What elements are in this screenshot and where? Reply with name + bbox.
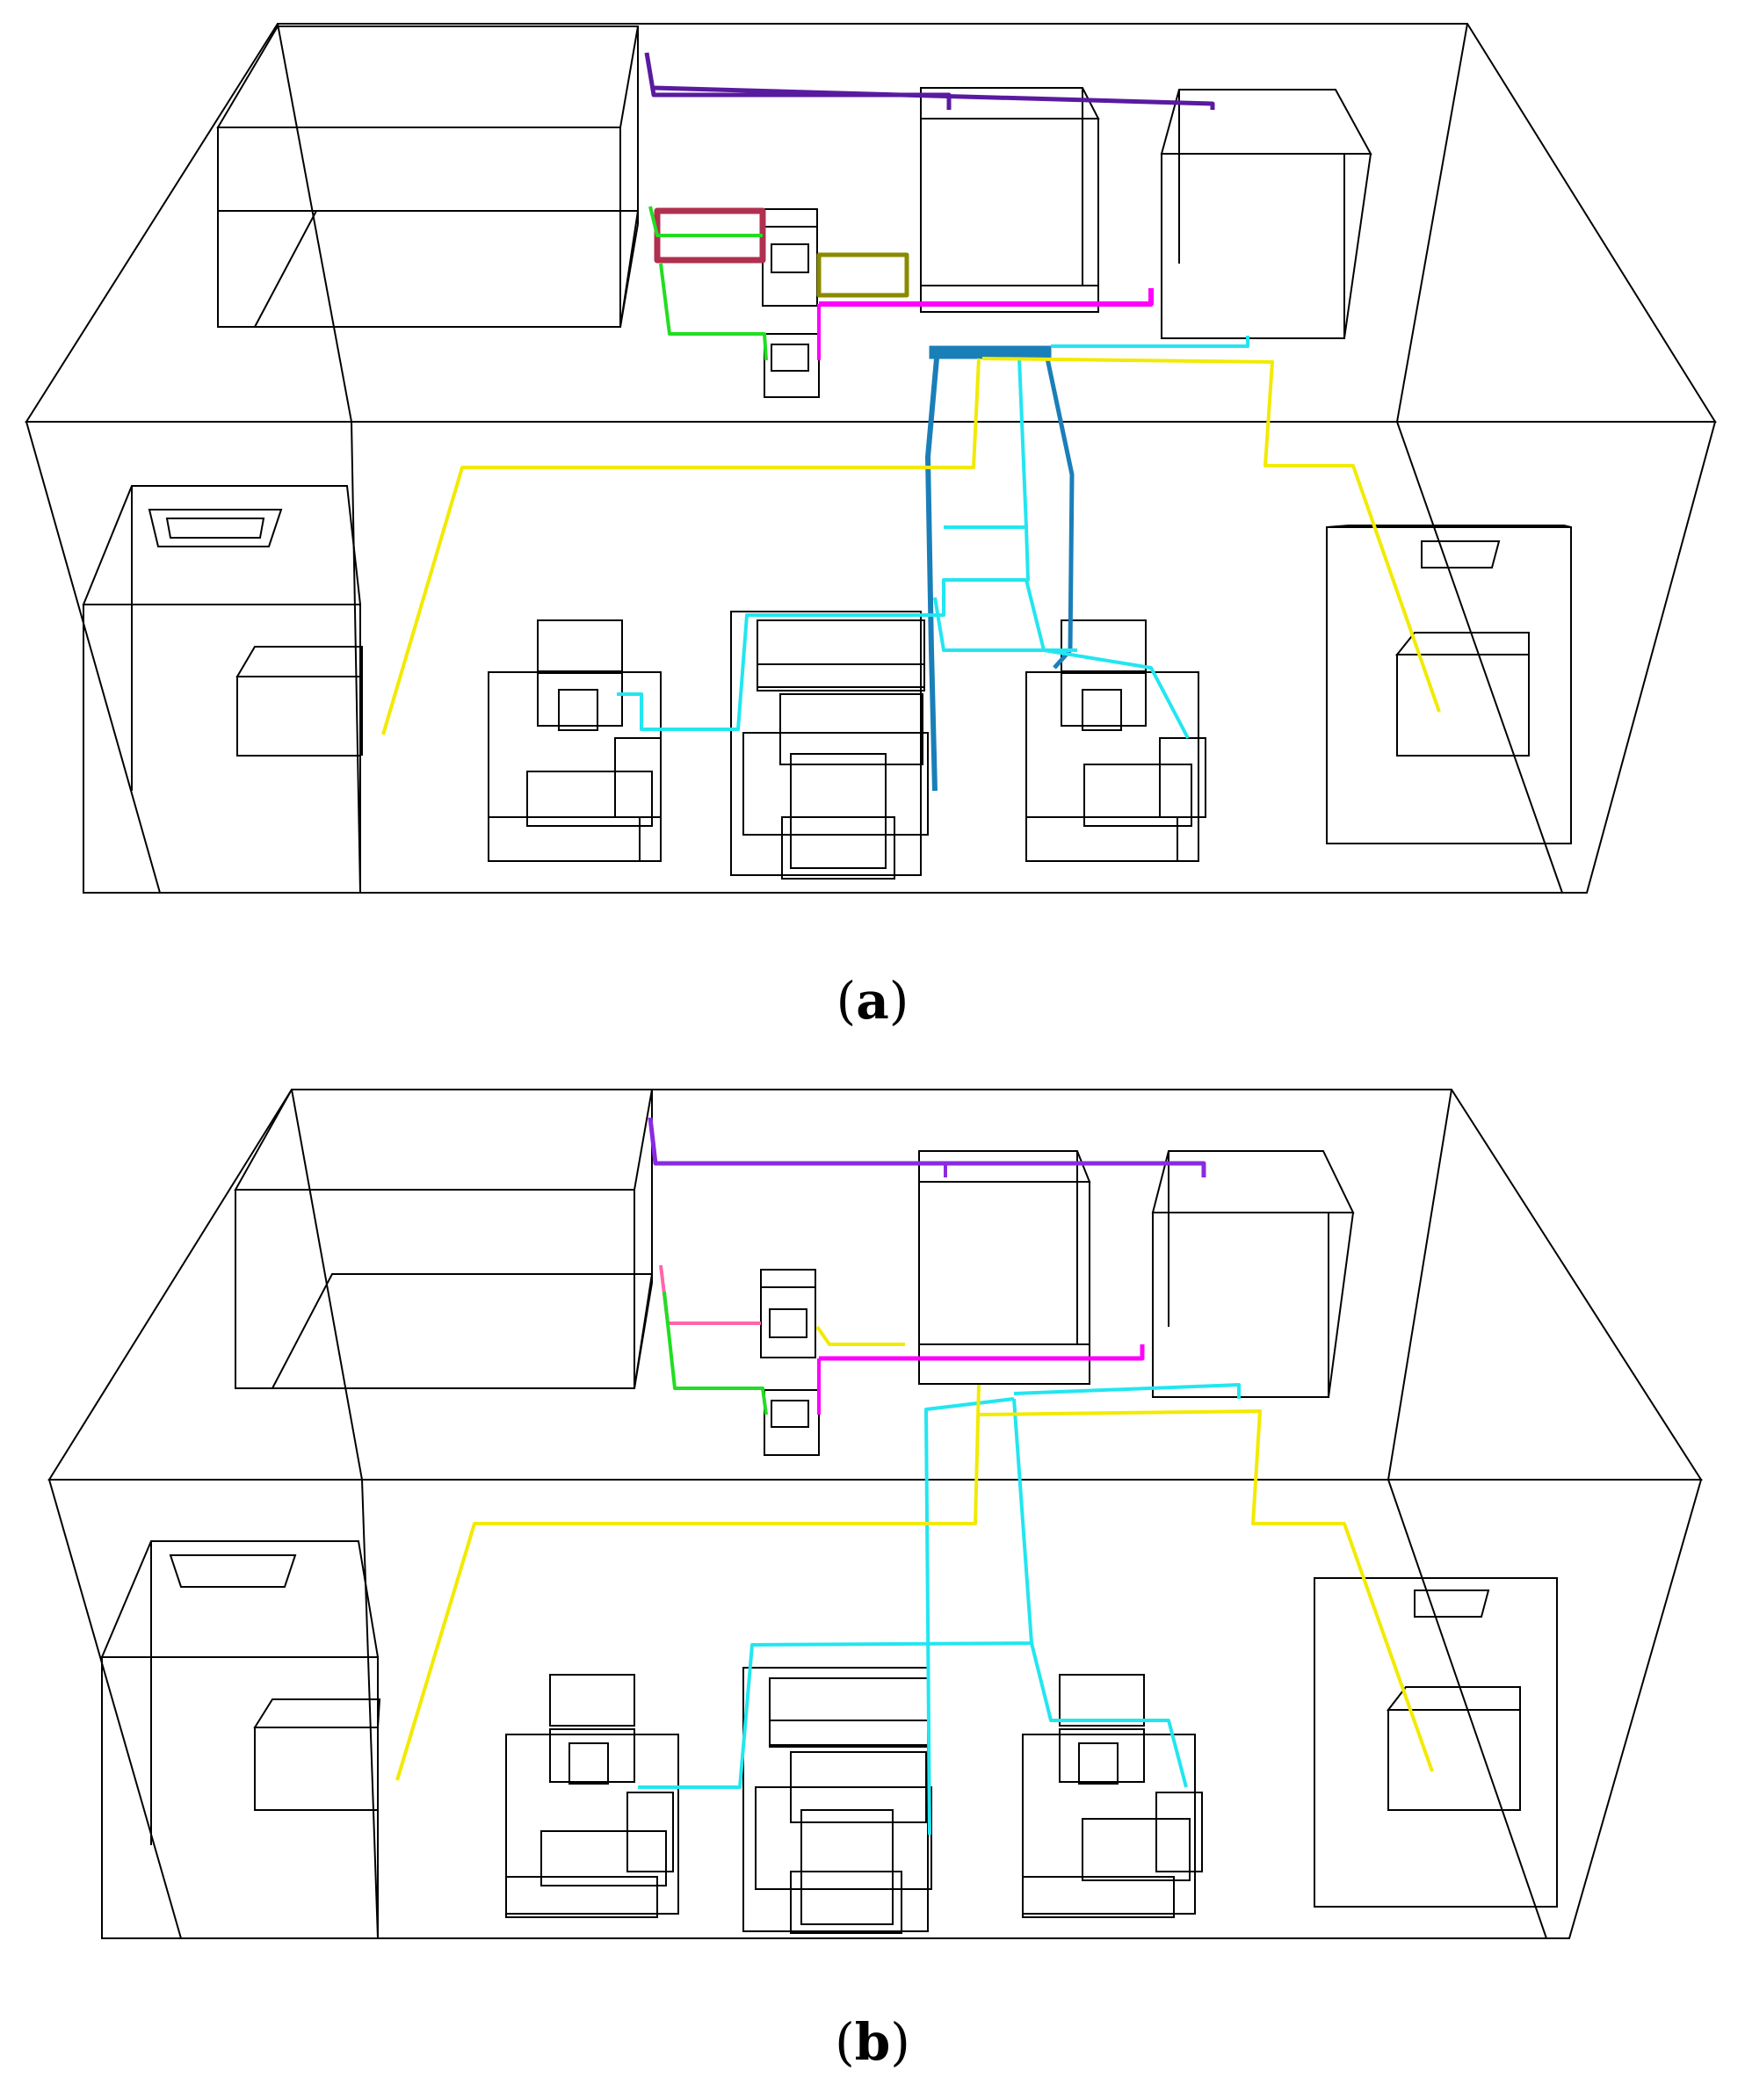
pipe-green-a bbox=[648, 206, 763, 237]
machine-center-a bbox=[730, 611, 929, 880]
machine-right-a bbox=[1025, 619, 1206, 862]
room-wireframe-a bbox=[25, 23, 1717, 894]
pipe-cyan4-b bbox=[1030, 1642, 1188, 1788]
machine-left-a bbox=[488, 619, 662, 862]
tank-box-1-b bbox=[918, 1150, 1091, 1385]
pipes-a bbox=[381, 52, 1441, 792]
cabinet-large-a bbox=[216, 25, 640, 328]
pipe-purple-a bbox=[644, 52, 952, 110]
outdoor-unit-left-b bbox=[100, 1540, 381, 1939]
pipe-cyan2-b bbox=[924, 1397, 1015, 1836]
pipe-olive-a bbox=[816, 252, 909, 298]
machine-right-b bbox=[1022, 1674, 1203, 1918]
machine-left-b bbox=[505, 1674, 679, 1918]
pipe-blue2-a bbox=[1045, 358, 1075, 670]
pipe-cyan5-a bbox=[933, 597, 1077, 652]
caption-b-close: ) bbox=[890, 2012, 910, 2072]
pump-unit-upper-b bbox=[760, 1269, 820, 1456]
outdoor-unit-left-a bbox=[82, 485, 364, 894]
pipe-yellow-b bbox=[395, 1384, 981, 1781]
pipe-magenta-a bbox=[819, 288, 1154, 307]
panel-a bbox=[25, 23, 1717, 894]
tank-box-2-a bbox=[1160, 89, 1372, 339]
pipe-green-b bbox=[663, 1291, 768, 1416]
pipe-cyan-b bbox=[1013, 1383, 1241, 1399]
pipe-yellow2-a bbox=[981, 357, 1441, 713]
pipe-yellow-a bbox=[381, 358, 981, 735]
pipe-pink-b bbox=[659, 1264, 761, 1325]
pipe-yellow2-b bbox=[976, 1409, 1434, 1772]
pipe-green2-a bbox=[659, 263, 768, 361]
room-wireframe-b bbox=[47, 1089, 1703, 1939]
pipe-cyan4-a bbox=[1025, 579, 1190, 739]
caption-b-letter: b bbox=[854, 2012, 891, 2072]
caption-a-letter: a bbox=[856, 971, 889, 1031]
pipe-magenta-b bbox=[819, 1344, 1145, 1361]
pipe-cyan-a bbox=[1051, 336, 1249, 348]
pipe-cyan3-b bbox=[638, 1398, 1033, 1789]
pipe-blue-a bbox=[925, 358, 939, 792]
pipe-violet-b bbox=[648, 1117, 1206, 1177]
panel-b bbox=[47, 1089, 1703, 1939]
caption-a: (a) bbox=[0, 971, 1745, 1031]
machine-center-b bbox=[742, 1667, 932, 1934]
caption-b: (b) bbox=[0, 2012, 1745, 2072]
outdoor-unit-right-b bbox=[1314, 1577, 1558, 1908]
pump-unit-upper-a bbox=[762, 208, 820, 398]
caption-a-close: ) bbox=[888, 971, 909, 1031]
outdoor-unit-right-a bbox=[1326, 525, 1572, 844]
pipe-cyan2-a bbox=[617, 358, 1030, 731]
pipe-purple2-a bbox=[653, 85, 1215, 110]
pipe-header-a bbox=[929, 345, 1052, 359]
cabinet-large-b bbox=[234, 1089, 654, 1389]
pipes-b bbox=[395, 1117, 1434, 1836]
tank-box-1-a bbox=[920, 87, 1100, 313]
caption-b-open: ( bbox=[835, 2012, 855, 2072]
tank-box-2-b bbox=[1151, 1150, 1355, 1398]
caption-a-open: ( bbox=[836, 971, 857, 1031]
pipe-yellow-top-b bbox=[815, 1325, 905, 1346]
